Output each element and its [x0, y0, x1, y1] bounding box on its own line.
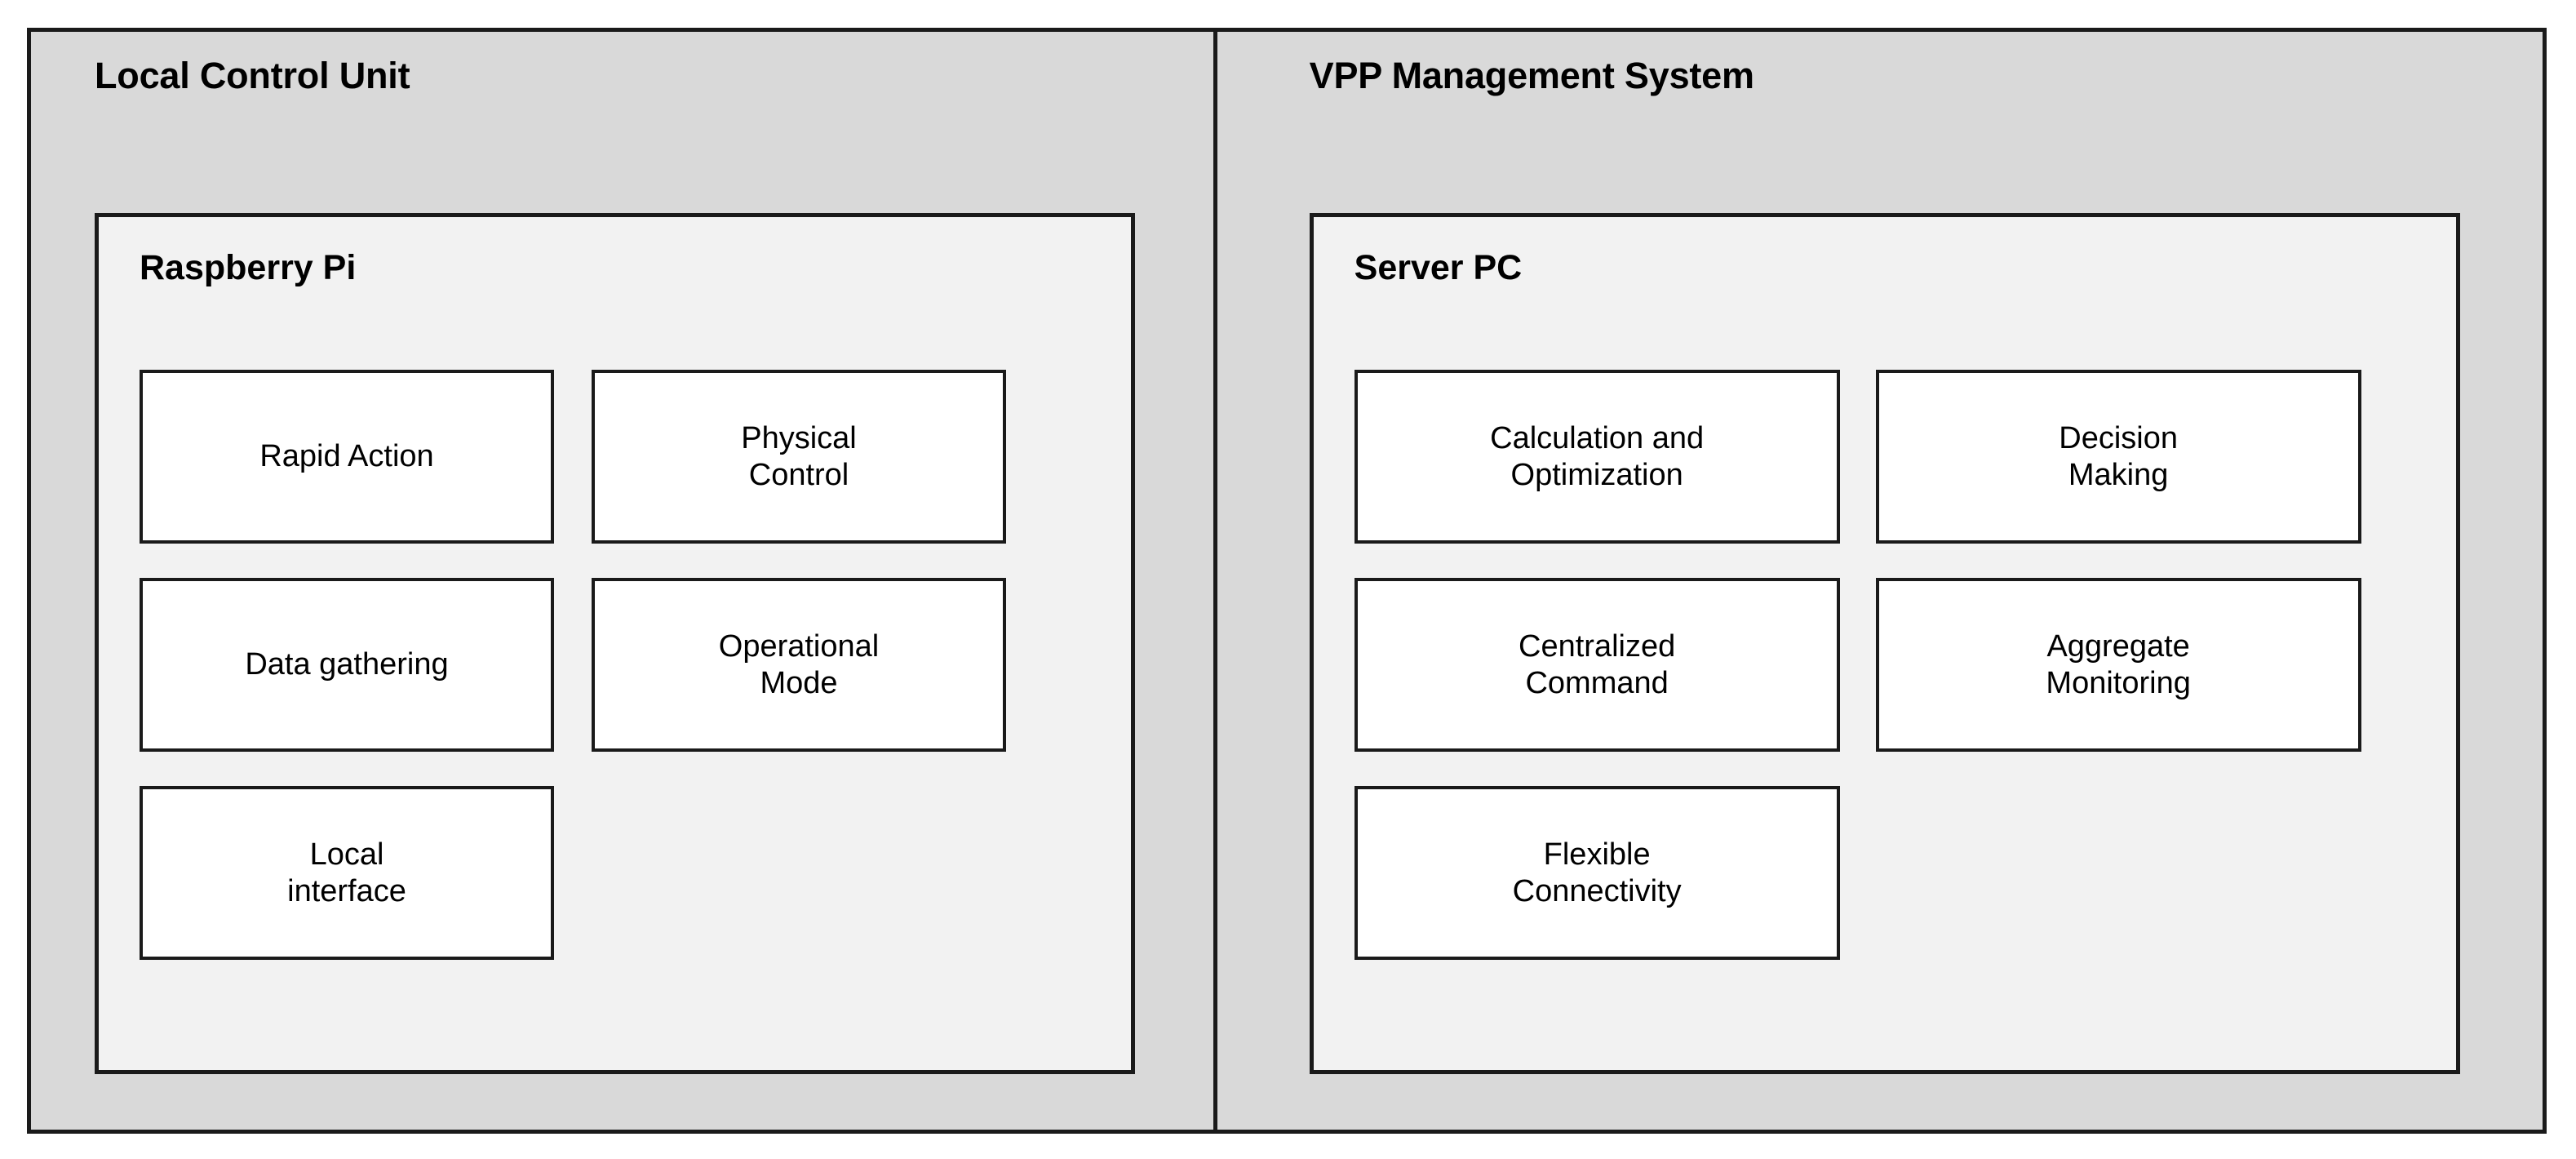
card-title-raspberry-pi: Raspberry Pi [140, 248, 357, 287]
panel-title-vpp-management-system: VPP Management System [1309, 55, 1754, 96]
box-label-local-interface: Local interface [287, 837, 406, 908]
panel-vpp-management-system: VPP Management System Server PC Calculat… [1217, 32, 2543, 1130]
box-centralized-command: Centralized Command [1354, 578, 1840, 752]
card-server-pc: Server PC Calculation and Optimization D… [1309, 213, 2460, 1074]
panel-title-local-control-unit: Local Control Unit [95, 55, 410, 96]
box-calculation-and-optimization: Calculation and Optimization [1354, 370, 1840, 544]
box-label-rapid-action: Rapid Action [259, 439, 434, 474]
diagram-outer-frame: Local Control Unit Raspberry Pi Rapid Ac… [27, 28, 2547, 1134]
box-flexible-connectivity: Flexible Connectivity [1354, 786, 1840, 960]
box-label-centralized-command: Centralized Command [1519, 629, 1676, 700]
box-physical-control: Physical Control [592, 370, 1006, 544]
box-label-decision-making: Decision Making [2059, 421, 2178, 492]
box-aggregate-monitoring: Aggregate Monitoring [1875, 578, 2361, 752]
box-label-data-gathering: Data gathering [245, 647, 449, 682]
box-grid-server-pc: Calculation and Optimization Decision Ma… [1354, 370, 2440, 960]
card-raspberry-pi: Raspberry Pi Rapid Action Physical Contr… [95, 213, 1135, 1074]
box-label-operational-mode: Operational Mode [718, 629, 880, 700]
box-local-interface: Local interface [140, 786, 554, 960]
box-decision-making: Decision Making [1875, 370, 2361, 544]
box-rapid-action: Rapid Action [140, 370, 554, 544]
box-label-aggregate-monitoring: Aggregate Monitoring [2046, 629, 2191, 700]
box-label-physical-control: Physical Control [741, 421, 857, 492]
box-data-gathering: Data gathering [140, 578, 554, 752]
box-label-calculation-and-optimization: Calculation and Optimization [1490, 421, 1705, 492]
box-label-flexible-connectivity: Flexible Connectivity [1512, 837, 1682, 908]
card-title-server-pc: Server PC [1354, 248, 1523, 287]
panel-local-control-unit: Local Control Unit Raspberry Pi Rapid Ac… [31, 32, 1217, 1130]
box-grid-raspberry-pi: Rapid Action Physical Control Data gathe… [140, 370, 1115, 960]
box-operational-mode: Operational Mode [592, 578, 1006, 752]
